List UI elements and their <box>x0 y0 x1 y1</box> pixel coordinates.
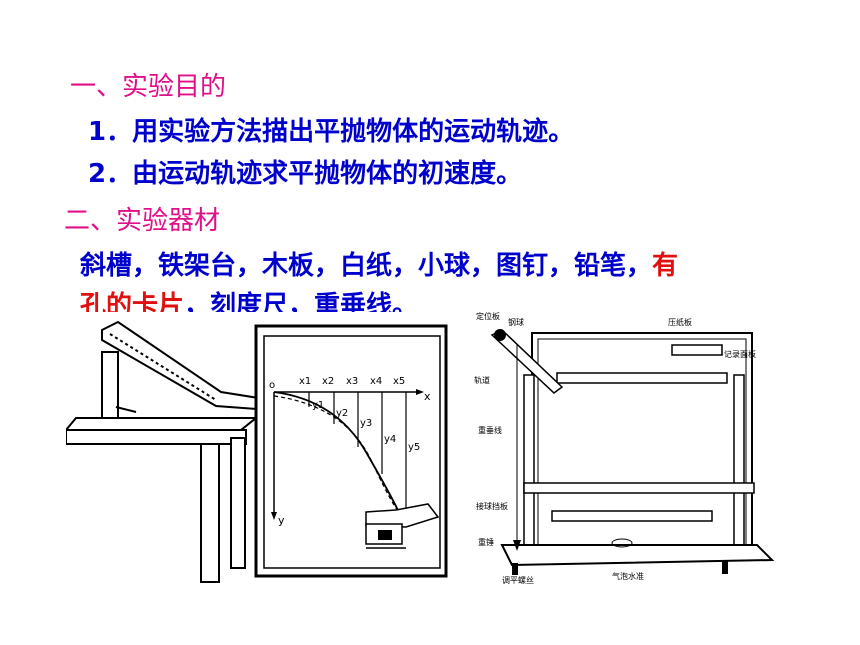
materials-red-1: 有 <box>652 251 679 281</box>
y4-label: y4 <box>384 434 396 445</box>
label-plumb-line: 重垂线 <box>478 425 502 435</box>
label-track: 轨道 <box>474 375 490 385</box>
label-steel-ball: 钢球 <box>508 317 524 327</box>
origin-label: o <box>269 380 275 391</box>
purpose-item-2: 2．由运动轨迹求平抛物体的初速度。 <box>88 159 523 189</box>
label-record-board: 记录面板 <box>724 349 756 359</box>
y5-label: y5 <box>408 442 420 453</box>
materials-line-1: 斜槽，铁架台，木板，白纸，小球，图钉，铅笔，有 <box>80 245 678 282</box>
x-axis-label: x <box>424 390 431 403</box>
label-weight: 重锤 <box>478 537 494 547</box>
y1-label: y1 <box>312 400 324 411</box>
x3-label: x3 <box>346 376 358 387</box>
label-press-board: 压纸板 <box>668 317 692 327</box>
x4-label: x4 <box>370 376 382 387</box>
purpose-item-1: 1．用实验方法描出平抛物体的运动轨迹。 <box>88 117 575 147</box>
y-axis-label: y <box>278 514 285 527</box>
label-level: 气泡水准 <box>612 571 644 581</box>
right-apparatus-figure: 定位板 钢球 轨道 重垂线 接球挡板 重锤 调平螺丝 气泡水准 压纸板 记录面板 <box>462 305 780 590</box>
x2-label: x2 <box>322 376 334 387</box>
label-catcher: 接球挡板 <box>476 501 508 511</box>
x1-label: x1 <box>299 376 311 387</box>
heading-purpose: 一、实验目的 <box>70 72 227 102</box>
left-apparatus-figure: o x1 x2 x3 x4 x5 x y y1 y2 y3 y4 y5 <box>66 312 458 584</box>
y3-label: y3 <box>360 418 372 429</box>
y2-label: y2 <box>336 408 348 419</box>
x5-label: x5 <box>393 376 405 387</box>
materials-text-1: 斜槽，铁架台，木板，白纸，小球，图钉，铅笔， <box>80 251 653 281</box>
heading-materials: 二、实验器材 <box>64 206 221 236</box>
label-screw: 调平螺丝 <box>502 575 534 585</box>
label-positioning-board: 定位板 <box>476 311 500 321</box>
